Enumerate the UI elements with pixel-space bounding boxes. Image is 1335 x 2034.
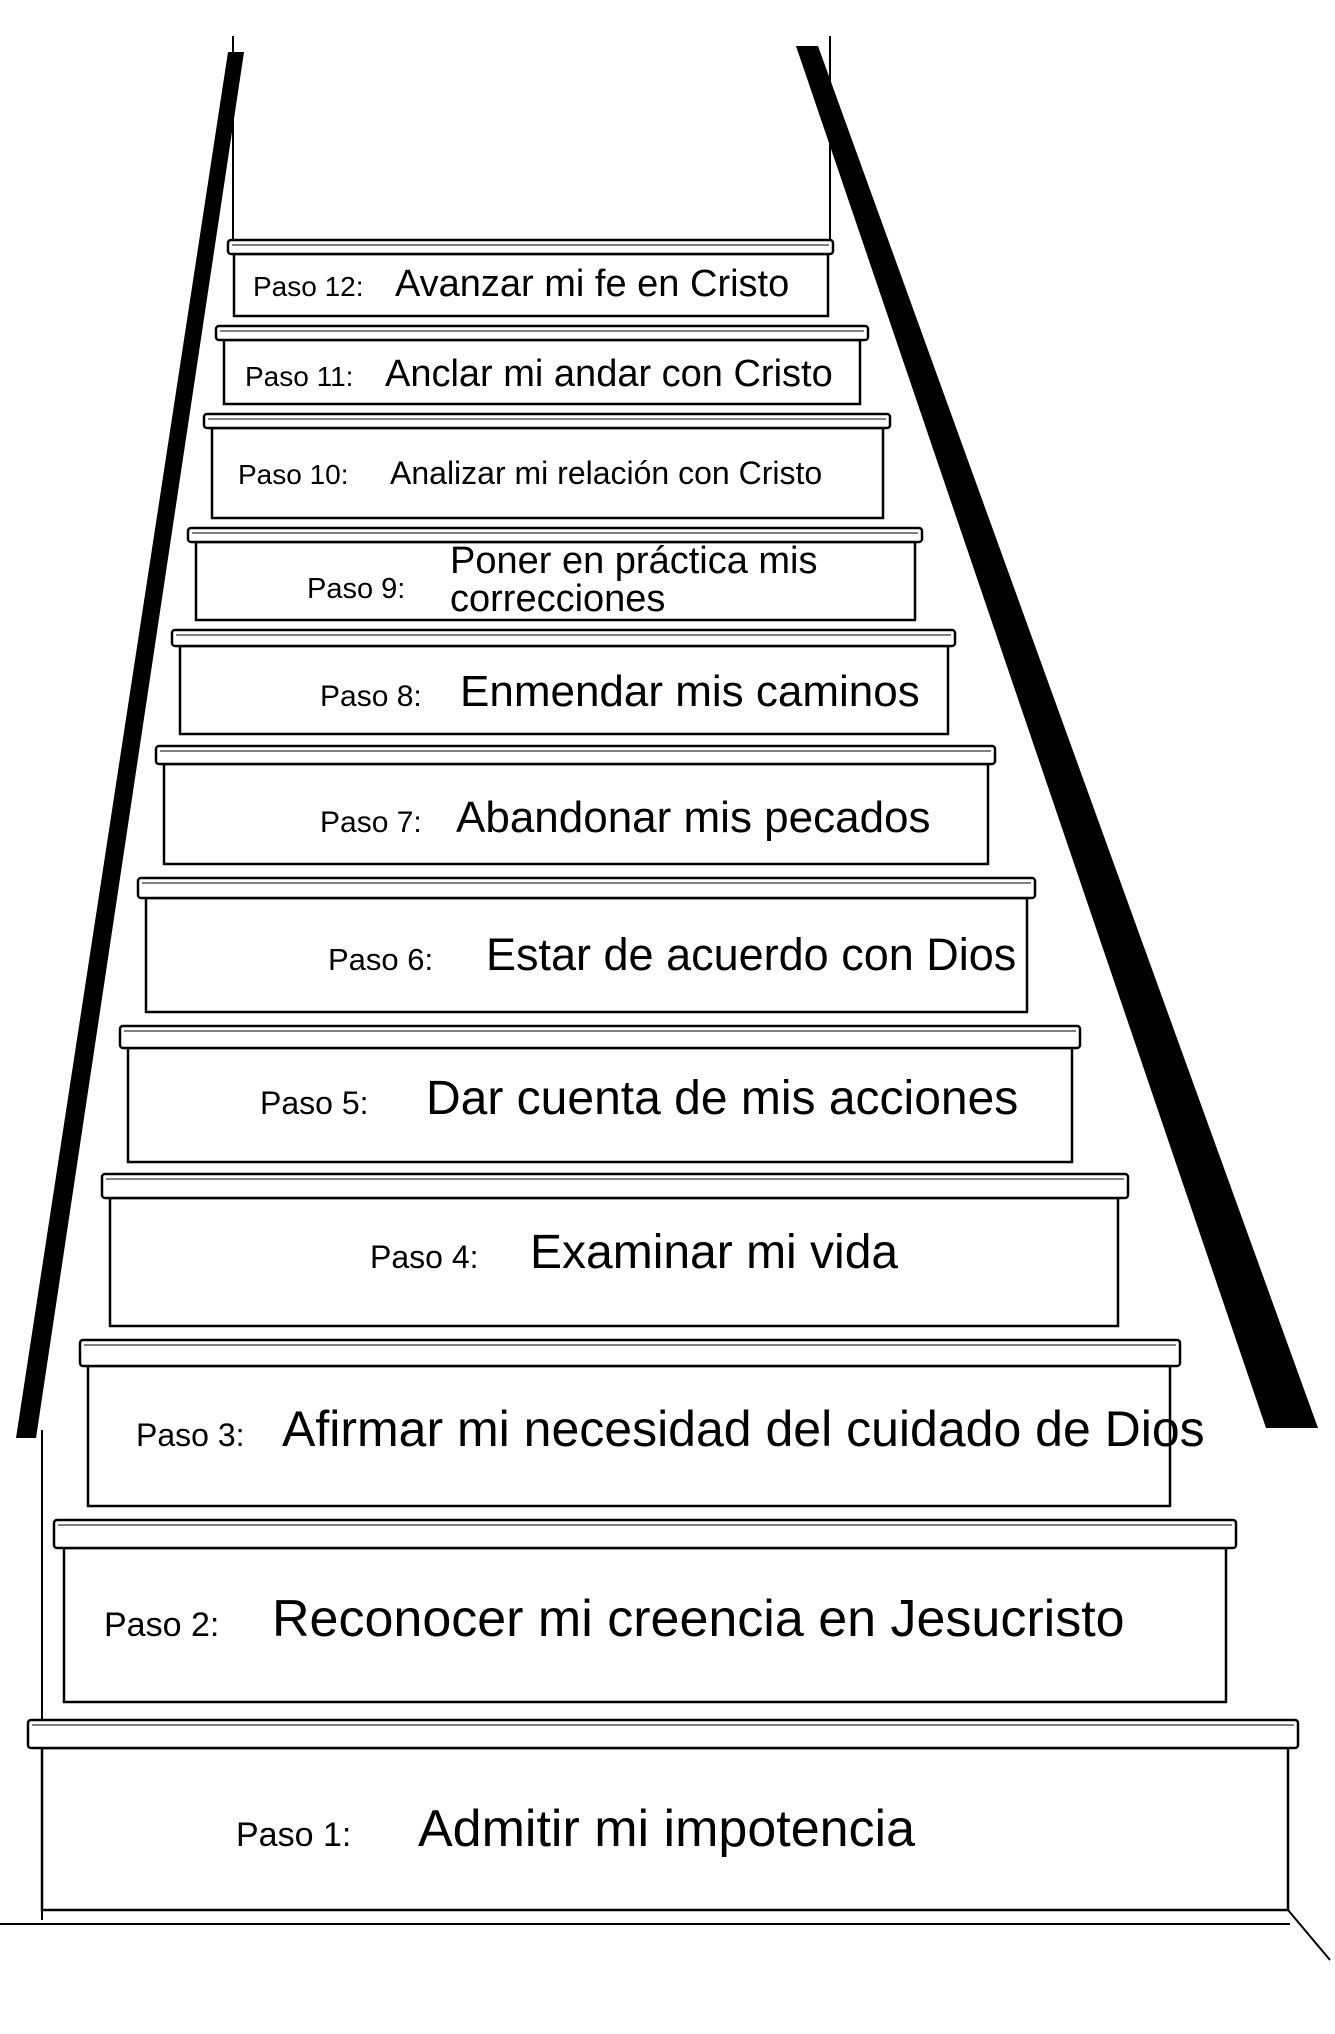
step-5-text: Dar cuenta de mis acciones [426,1072,1018,1125]
step-12-text: Avanzar mi fe en Cristo [395,263,789,305]
step-1-text: Admitir mi impotencia [418,1800,915,1858]
step-8-label: Paso 8: [320,680,422,713]
step-10-text: Analizar mi relación con Cristo [390,455,822,491]
step-tread [216,326,868,340]
step-4-text: Examinar mi vida [530,1226,898,1279]
step-tread [120,1026,1080,1048]
step-tread [204,414,890,428]
step-tread [138,878,1035,898]
step-9-text: Poner en práctica mis [450,540,818,582]
step-12-label: Paso 12: [253,271,364,302]
step-9-text: correcciones [450,578,665,620]
step-6-text: Estar de acuerdo con Dios [486,929,1016,980]
step-3-text: Afirmar mi necesidad del cuidado de Dios [282,1401,1205,1457]
step-3-label: Paso 3: [136,1417,245,1453]
step-8-text: Enmendar mis caminos [460,667,920,716]
step-tread [28,1720,1298,1748]
step-tread [80,1340,1180,1366]
step-tread [54,1520,1236,1548]
step-11-text: Anclar mi andar con Cristo [385,353,833,395]
step-7-label: Paso 7: [320,806,422,839]
step-11-label: Paso 11: [245,361,353,392]
step-2-label: Paso 2: [104,1606,219,1644]
step-5-label: Paso 5: [260,1085,369,1121]
step-4-label: Paso 4: [370,1239,479,1275]
step-6-label: Paso 6: [328,942,433,977]
step-1-label: Paso 1: [236,1816,351,1854]
floor-corner-line [1288,1910,1330,1960]
step-tread [156,746,995,764]
step-9-label: Paso 9: [307,573,405,605]
step-7-text: Abandonar mis pecados [456,793,931,842]
step-10-label: Paso 10: [238,459,349,490]
step-tread [228,240,833,254]
step-2-text: Reconocer mi creencia en Jesucristo [272,1590,1125,1648]
step-tread [172,630,955,646]
step-tread [102,1174,1128,1198]
